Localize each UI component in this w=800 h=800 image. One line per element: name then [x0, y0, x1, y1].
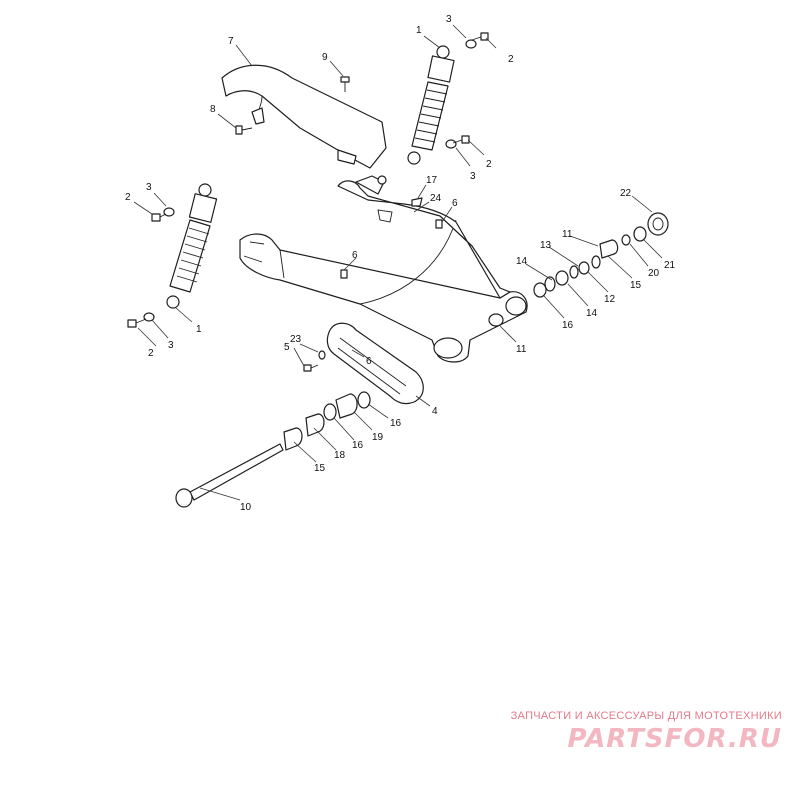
callout-12: 12	[604, 294, 616, 305]
small-fasteners-part	[340, 197, 443, 279]
callout-6-middle: 6	[352, 250, 358, 261]
watermark: ЗАПЧАСТИ И АКСЕССУАРЫ ДЛЯ МОТОТЕХНИКИ PA…	[482, 710, 782, 754]
callout-17: 17	[426, 175, 438, 186]
callout-11-lower: 11	[516, 344, 527, 355]
callout-3-upper-right: 3	[470, 171, 476, 182]
callout-14-upper: 14	[516, 256, 528, 267]
callout-4: 4	[432, 406, 438, 417]
callout-6-bottom: 6	[366, 356, 372, 367]
callout-24: 24	[430, 193, 442, 204]
bolt-8-part	[235, 125, 253, 135]
chain-guide-part	[303, 322, 424, 405]
bolt-9-part	[340, 76, 350, 92]
shock-absorber-right-part	[407, 45, 455, 165]
callout-20: 20	[648, 268, 660, 279]
callout-1-left: 1	[196, 324, 202, 335]
callout-19: 19	[372, 432, 384, 443]
left-bearing-stack-part	[283, 391, 371, 451]
callout-11-right: 11	[562, 229, 573, 240]
callout-16-right: 16	[562, 320, 574, 331]
callout-3-lower-left: 3	[168, 340, 174, 351]
callout-16-inner: 16	[352, 440, 364, 451]
callout-3-left: 3	[146, 182, 152, 193]
watermark-tagline: ЗАПЧАСТИ И АКСЕССУАРЫ ДЛЯ МОТОТЕХНИКИ	[510, 710, 782, 722]
callout-22: 22	[620, 188, 632, 199]
callout-2-left: 2	[125, 192, 131, 203]
callout-10: 10	[240, 502, 252, 513]
callout-18: 18	[334, 450, 346, 461]
right-bearing-stack-part	[488, 212, 669, 327]
callout-2-upper-right: 2	[486, 159, 492, 170]
callout-23: 23	[290, 334, 302, 345]
callout-2-lower-left: 2	[148, 348, 154, 359]
callout-7: 7	[228, 36, 234, 47]
callout-9: 9	[322, 52, 328, 63]
callout-15-right: 15	[630, 280, 642, 291]
callout-5: 5	[284, 342, 290, 353]
leader-lines	[133, 24, 663, 501]
callout-2-top: 2	[508, 54, 514, 65]
callout-13: 13	[540, 240, 552, 251]
callout-6-top: 6	[452, 198, 458, 209]
chain-guard-part	[221, 64, 387, 169]
callout-21: 21	[664, 260, 676, 271]
callout-1-top: 1	[416, 25, 422, 36]
callout-labels: 1 3 2 7 9 8 2 3 17 24 6 22 3 2 11 13 14 …	[125, 14, 676, 513]
shock-absorber-left-part	[166, 183, 218, 309]
swing-arm-axle-part	[175, 443, 284, 508]
swing-arm-part	[239, 175, 528, 363]
callout-3-top: 3	[446, 14, 452, 25]
watermark-logo: PARTSFOR.RU	[567, 724, 782, 754]
callout-16-outer: 16	[390, 418, 402, 429]
bolt-washer-left-part	[127, 207, 175, 328]
callout-15-left: 15	[314, 463, 326, 474]
callout-8: 8	[210, 104, 216, 115]
callout-14-lower: 14	[586, 308, 598, 319]
bolt-washer-top-right-part	[445, 32, 489, 149]
